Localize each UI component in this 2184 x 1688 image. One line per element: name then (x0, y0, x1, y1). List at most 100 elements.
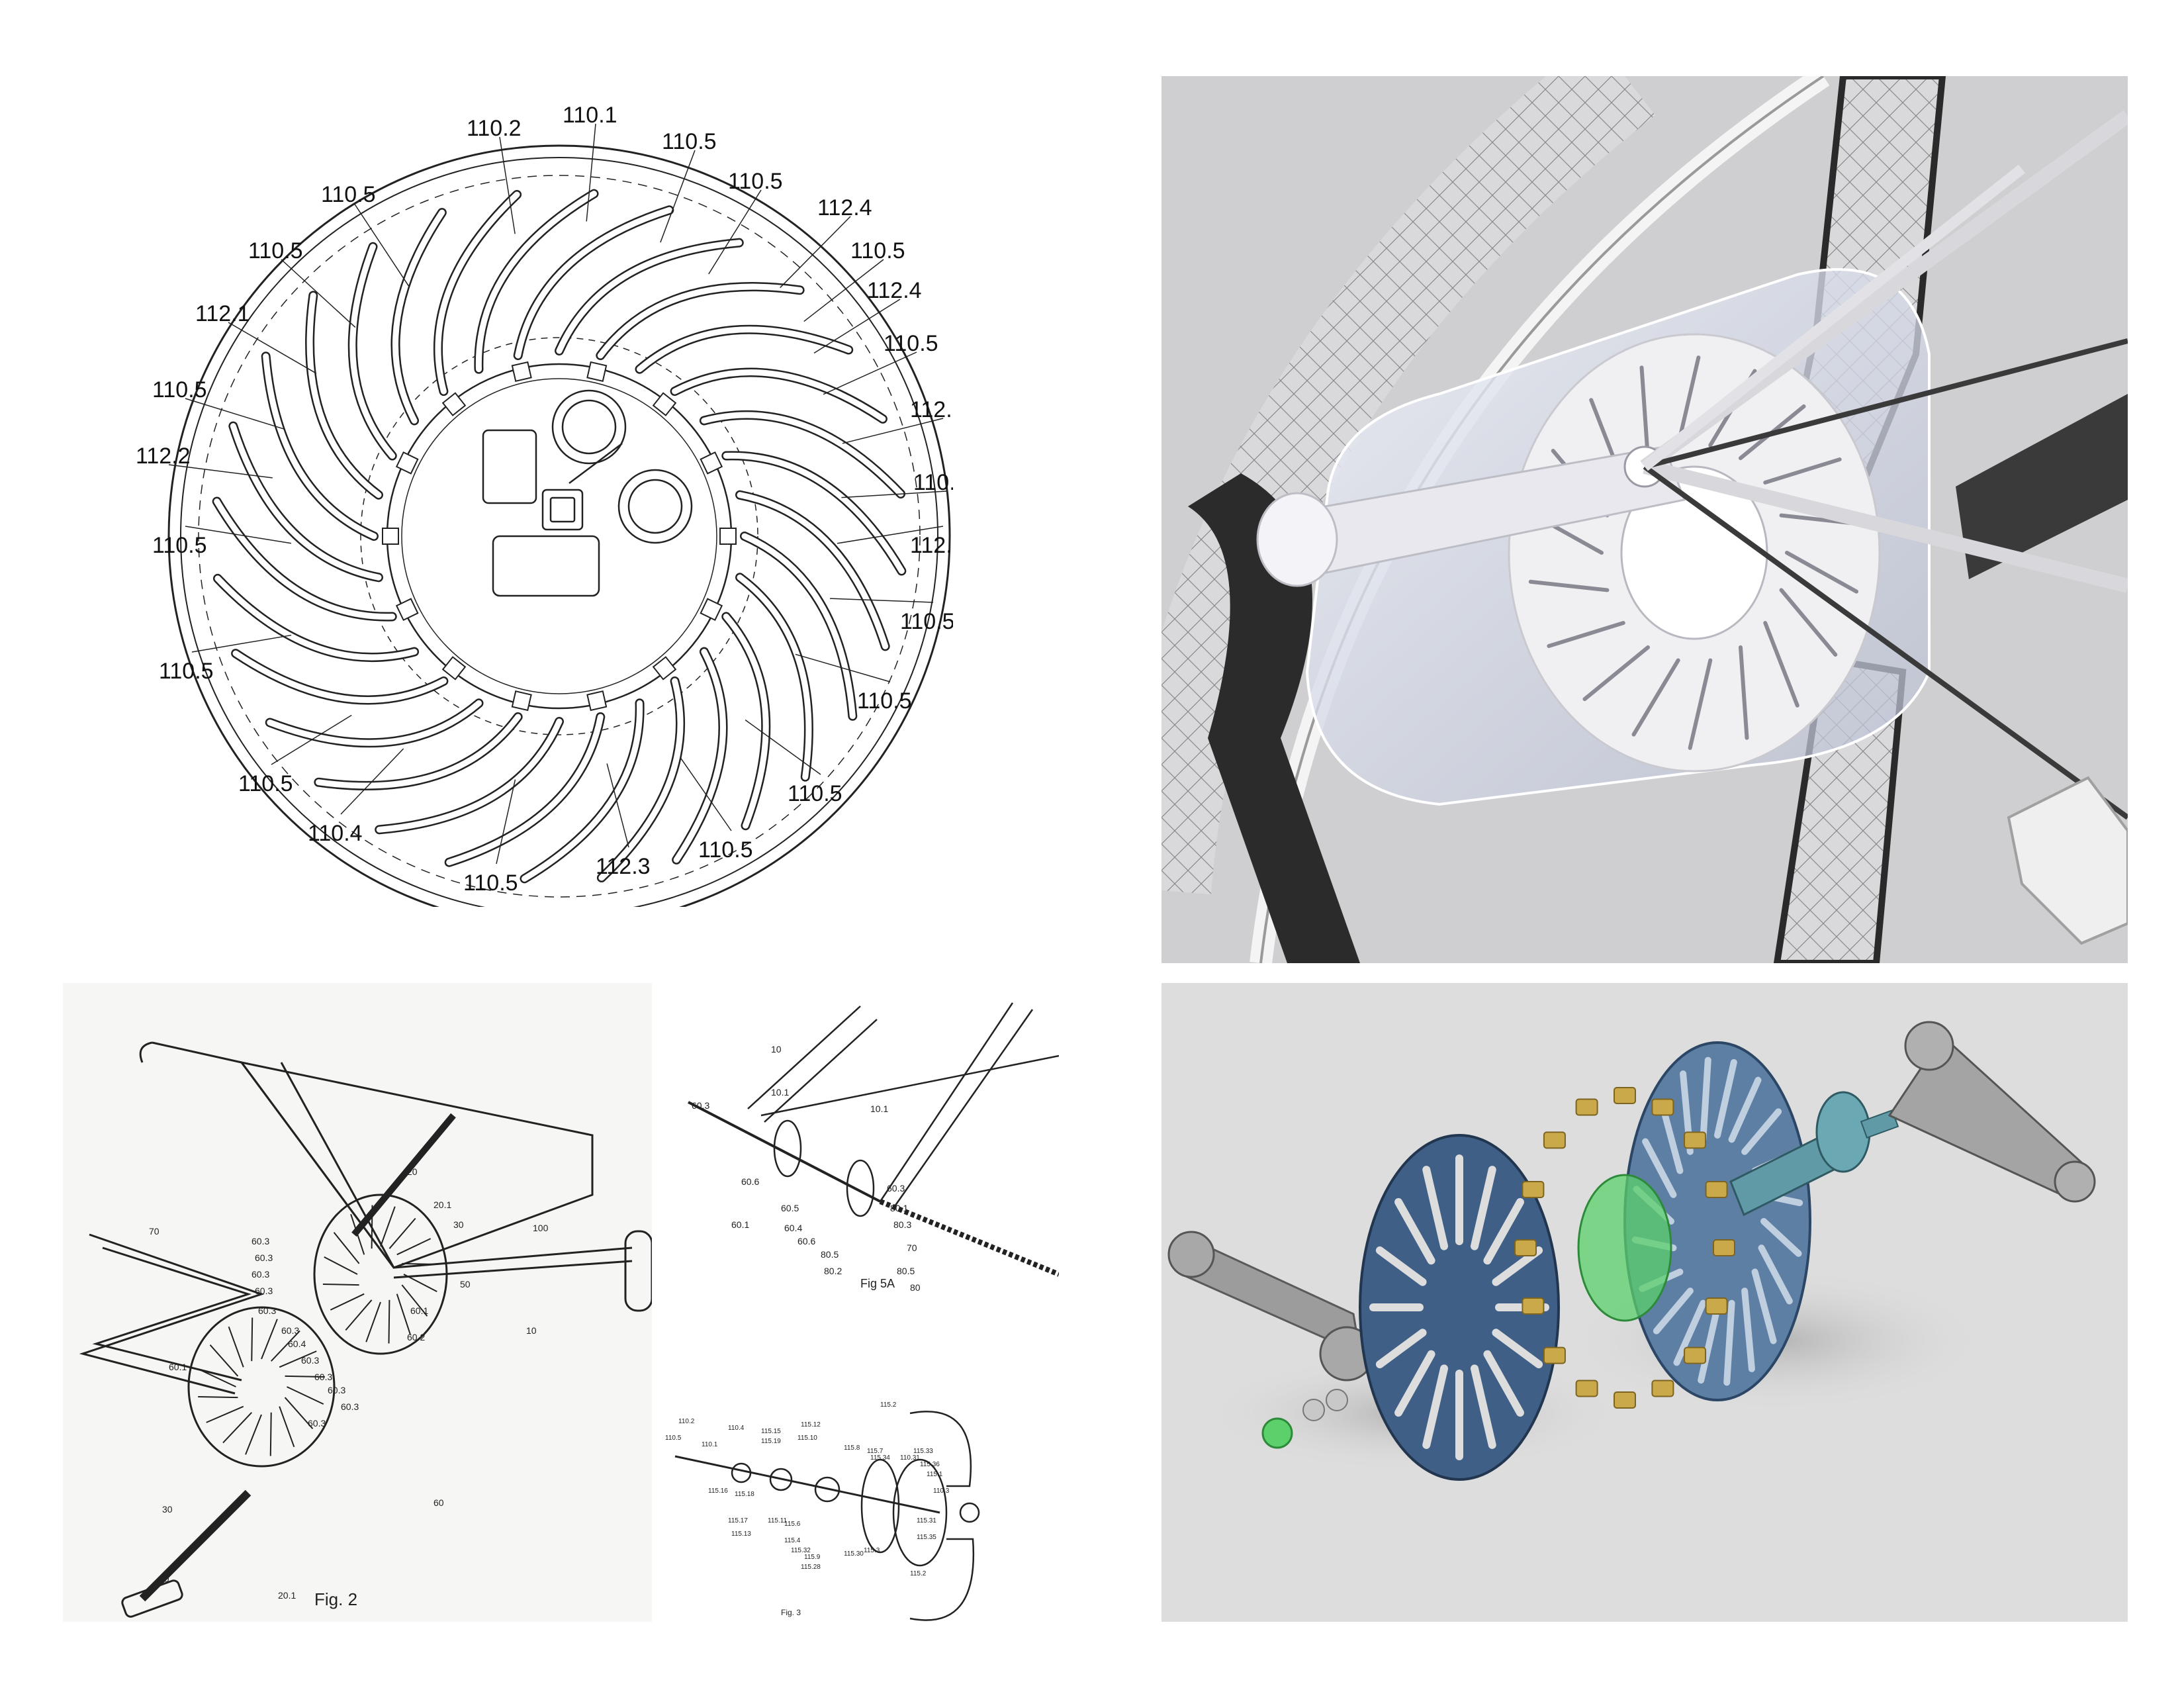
frame-disc-slot (199, 1368, 236, 1387)
frame-callout-label: 60.3 (251, 1269, 269, 1280)
wheel-callout-label: 112.5 (910, 397, 953, 422)
frame-callout-label: 60.3 (251, 1236, 269, 1246)
crank-arm (139, 1489, 251, 1602)
fig3-callout-label: 115.30 (844, 1550, 864, 1558)
ratchet-pawl (511, 690, 532, 712)
ratchet-pawl (511, 361, 532, 382)
wheel-spoke-slot-inner (214, 498, 396, 620)
brass-pawl (1522, 1180, 1545, 1198)
wheel-leader-line (795, 653, 891, 682)
wheel-spoke-slot-inner (446, 714, 604, 866)
fig3-callout-label: 115.12 (801, 1421, 821, 1429)
fig5a-axle (688, 1101, 881, 1203)
wheel-callout-label: 110.5 (662, 129, 717, 154)
fig5a-callout-label: 80.2 (824, 1266, 842, 1276)
frame-callout-label: 20 (159, 1573, 169, 1584)
brass-pawl (1651, 1380, 1674, 1397)
render-disc-slot (1639, 365, 1650, 461)
ratchet-pawl (586, 690, 608, 712)
frame-disc-slot (380, 1206, 396, 1247)
fig3-callout-label: 115.16 (708, 1487, 728, 1495)
square-axle-hole (541, 489, 584, 531)
hub-render-photo (1161, 76, 2128, 963)
render-disc-slot (1547, 621, 1625, 648)
wheel-spoke-slot-inner (475, 191, 598, 373)
fig3-callout-label: 115.2 (880, 1401, 897, 1409)
wheel-leader-line (842, 418, 944, 444)
frame-callout-label: 60.3 (314, 1372, 332, 1382)
frame-callout-label: 60.3 (255, 1286, 273, 1296)
fig3-callout-label: 110.31 (900, 1454, 920, 1462)
wheel-callout-label: 110.5 (159, 659, 214, 684)
frame-callout-label: 60.3 (281, 1325, 299, 1336)
frame-disc-slot (261, 1319, 278, 1360)
brass-pawl (1614, 1087, 1636, 1104)
ratchet-pawl (441, 656, 467, 680)
wheel-leader-line (271, 714, 352, 765)
fig3-callout-label: 115.35 (917, 1534, 936, 1541)
wheel-callout-label: 110.5 (788, 781, 842, 806)
upper-bearing-circle (551, 389, 627, 465)
left-disc-slot (1375, 1246, 1427, 1286)
brass-pawl (1705, 1180, 1728, 1198)
wheel-callout-label: 112.4 (867, 278, 922, 303)
frame-disc-slot (330, 1293, 365, 1311)
pedal (121, 1579, 183, 1618)
frame-callout-label: 70 (149, 1226, 159, 1237)
wheel-leader-line (803, 259, 884, 322)
frame-callout-label: 60.3 (328, 1385, 345, 1395)
wheel-spoke-slot-inner (598, 678, 684, 881)
fig3-callout-label: 115.33 (913, 1448, 933, 1455)
wheel-spoke-slot-inner (392, 209, 445, 424)
brass-pawl (1575, 1098, 1598, 1116)
left-disc-slot (1375, 1329, 1427, 1369)
wheel-spoke-slot-inner (636, 326, 852, 373)
chain-stay-zigzag (79, 1233, 265, 1395)
frame-callout-label: 60.1 (169, 1362, 187, 1372)
exploded-render-svg (1161, 983, 2128, 1622)
wheel-leader-line (680, 757, 732, 831)
wheel-spoke-slot-inner (521, 700, 643, 882)
fig3-callout-label: 115.13 (731, 1530, 751, 1538)
hub-render-svg (1161, 76, 2128, 963)
fig3-disc-1 (860, 1458, 900, 1554)
wheel-leader-line (708, 189, 762, 275)
wheel-callout-label: 110.5 (248, 238, 303, 263)
fig3-callout-label: 115.31 (917, 1517, 936, 1524)
wheel-leader-line (496, 779, 516, 865)
wheel-leader-line (281, 259, 356, 328)
wheel-leader-line (837, 526, 944, 544)
wheel-leader-line (586, 123, 596, 222)
frame-callout-label: 60.1 (410, 1305, 428, 1316)
fig3-upper-shell (909, 1411, 972, 1487)
wheel-callout-label: 110.5 (698, 837, 753, 863)
frame-disc-slot (350, 1213, 365, 1255)
wheel-callout-label: 112.2 (136, 444, 191, 469)
frame-disc-slot (388, 1217, 416, 1249)
frame-disc-slot (396, 1238, 432, 1256)
brass-pawl (1543, 1131, 1566, 1149)
fig3-callout-label: 110.3 (933, 1487, 950, 1495)
wheel-leader-line (745, 719, 821, 775)
render-disc-slot (1582, 645, 1650, 702)
frame-disc-slot (222, 1412, 252, 1444)
wheel-spoke-slot-inner (232, 650, 447, 703)
spoke-rod-3 (1641, 164, 2025, 471)
wheel-leader-line (228, 322, 317, 374)
frame-disc-slot (279, 1350, 317, 1368)
fig3-axle (674, 1455, 940, 1514)
frame-disc-slot (206, 1405, 244, 1423)
wheel-spoke-slot-inner (673, 649, 726, 863)
outer-rim-ring (167, 144, 951, 907)
frame-callout-label: 60.2 (407, 1332, 425, 1342)
wheel-leader-line (606, 763, 629, 848)
fig5a-hub-flange-1 (773, 1119, 802, 1178)
wheel-leader-line (353, 203, 410, 287)
ratchet-pawl (382, 528, 399, 545)
upper-bearing-inner (561, 399, 617, 455)
fig5a-hub-flange-2 (846, 1159, 875, 1217)
frame-disc-slot (388, 1299, 390, 1344)
